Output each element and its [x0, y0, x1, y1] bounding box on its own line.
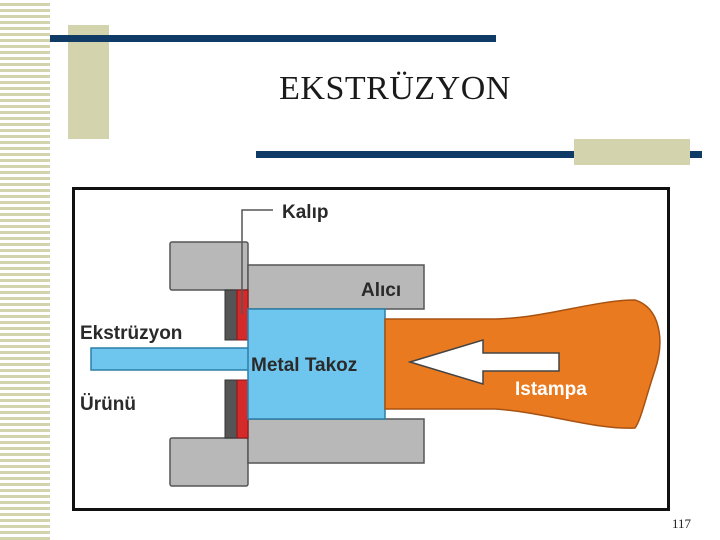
- push-arrow-icon: [407, 338, 560, 386]
- decorative-stripe-column: [0, 0, 50, 540]
- label-billet: Metal Takoz: [251, 355, 357, 376]
- extruded-product: [90, 347, 250, 371]
- extrusion-diagram: Kalıp Alıcı Ekstrüzyon Ürünü Metal Takoz…: [72, 187, 670, 511]
- top-accent-bar: [50, 35, 496, 42]
- label-container: Alıcı: [361, 280, 401, 301]
- label-ram: Istampa: [515, 379, 587, 400]
- die-leader-line: [241, 209, 273, 314]
- slide-title: EKSTRÜZYON: [279, 70, 511, 107]
- die-bottom: [236, 379, 249, 439]
- die-backing-bottom: [224, 379, 238, 439]
- extrusion-illustration: Kalıp Alıcı Ekstrüzyon Ürünü Metal Takoz…: [80, 202, 661, 487]
- bottom-accent-block: [574, 139, 690, 165]
- container-bottom: [247, 418, 425, 464]
- bottom-accent-bar: [256, 151, 702, 158]
- metal-billet: [247, 308, 386, 420]
- top-accent-block: [68, 25, 109, 139]
- container-top: [247, 264, 425, 310]
- die-backing-top: [224, 289, 238, 341]
- label-product-line2: Ürünü: [80, 394, 136, 415]
- label-die: Kalıp: [282, 202, 328, 223]
- label-product-line1: Ekstrüzyon: [80, 323, 182, 344]
- upper-die-holder: [169, 241, 249, 291]
- lower-die-holder: [169, 437, 249, 487]
- page-number: 117: [672, 516, 692, 531]
